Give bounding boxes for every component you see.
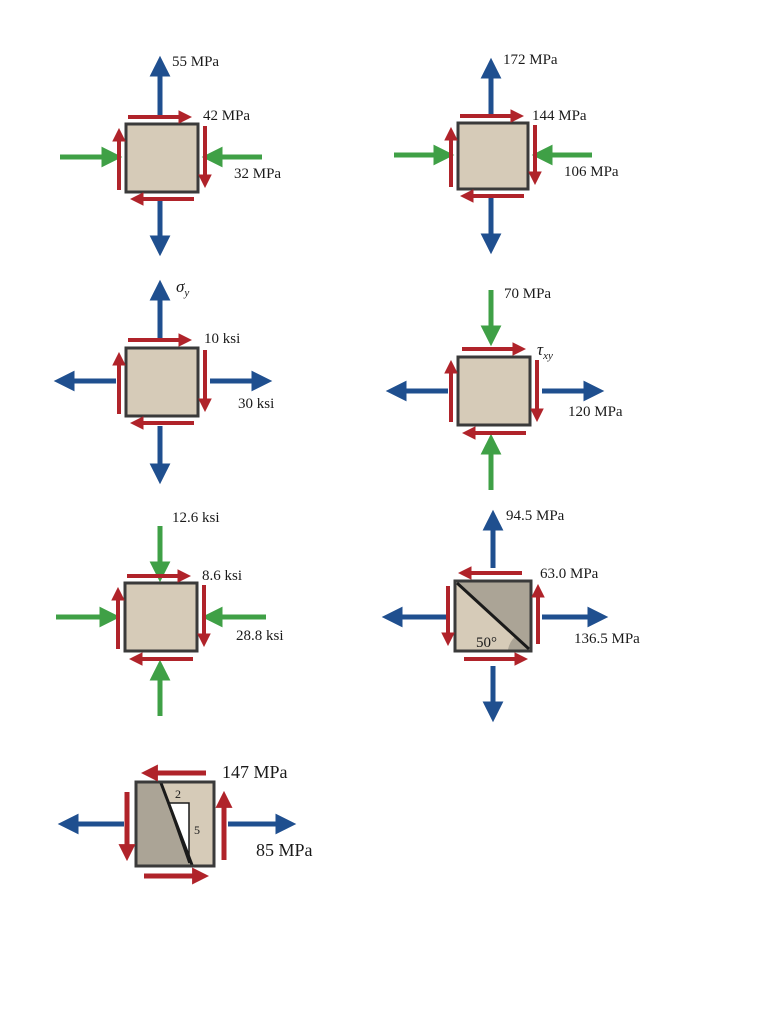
tau-xy-symbol: τxy xyxy=(537,340,553,362)
cut-wedge xyxy=(137,783,192,865)
tau-xy-label: 8.6 ksi xyxy=(202,568,242,584)
sigma-x-label: 106 MPa xyxy=(564,164,619,180)
tau-xy-label: 42 MPa xyxy=(203,108,250,124)
tau-xy-label: 63.0 MPa xyxy=(540,566,599,582)
element-border xyxy=(134,780,216,868)
stress-element-b: 172 MPa 144 MPa 106 MPa xyxy=(394,52,619,255)
tau-xy-label: 10 ksi xyxy=(204,331,240,347)
element-square xyxy=(124,122,200,194)
sigma-y-label: 172 MPa xyxy=(503,52,558,68)
stress-element-c: σy 10 ksi 30 ksi xyxy=(53,277,274,485)
cut-plane-line xyxy=(159,782,194,866)
stress-element-d: 70 MPa τxy 120 MPa xyxy=(385,286,623,490)
stress-element-f: 50° 94.5 MPa 63.0 MPa 136.5 MPa xyxy=(381,508,640,723)
element-square xyxy=(456,121,530,191)
element-square xyxy=(124,346,200,418)
slope-run-label: 2 xyxy=(175,787,181,801)
slope-rise-label: 5 xyxy=(194,823,200,837)
stress-element-g: 2 5 147 MPa 85 MPa xyxy=(57,762,313,885)
element-square xyxy=(456,355,532,427)
sigma-y-label: 70 MPa xyxy=(504,286,551,302)
cut-plane-line xyxy=(455,581,531,651)
stress-element-e: 12.6 ksi 8.6 ksi 28.8 ksi xyxy=(56,510,284,716)
sigma-y-symbol: σy xyxy=(176,277,189,299)
tau-xy-label: 147 MPa xyxy=(222,762,288,782)
stress-element-a: 55 MPa 42 MPa 32 MPa xyxy=(60,54,281,257)
sigma-x-label: 85 MPa xyxy=(256,840,313,860)
sigma-x-label: 28.8 ksi xyxy=(236,628,284,644)
sigma-y-label: 55 MPa xyxy=(172,54,219,70)
sigma-x-label: 136.5 MPa xyxy=(574,631,640,647)
sigma-x-label: 120 MPa xyxy=(568,404,623,420)
tau-xy-label: 144 MPa xyxy=(532,108,587,124)
angle-label: 50° xyxy=(476,635,497,651)
element-border xyxy=(453,579,533,653)
element-square xyxy=(123,581,199,653)
sigma-y-label: 12.6 ksi xyxy=(172,510,220,526)
sigma-y-label: 94.5 MPa xyxy=(506,508,565,524)
sigma-x-label: 32 MPa xyxy=(234,166,281,182)
sigma-x-label: 30 ksi xyxy=(238,396,274,412)
